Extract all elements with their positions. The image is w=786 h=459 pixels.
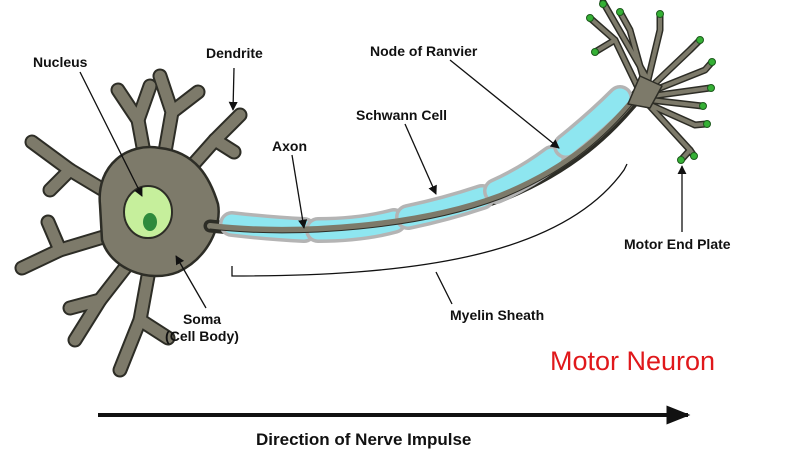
terminal-bulb [703, 120, 711, 128]
myelin-sheath-bracket [231, 163, 628, 277]
schwann-cell-segment [556, 88, 630, 156]
label-motor-end-plate: Motor End Plate [624, 236, 731, 252]
soma-pointer [175, 255, 207, 309]
impulse-direction-caption: Direction of Nerve Impulse [256, 430, 472, 449]
terminal-bulb [616, 8, 624, 16]
node-of-ranvier-pointer [449, 59, 560, 149]
axon-terminal [586, 0, 716, 164]
schwann-cell-pointer [404, 123, 437, 195]
label-myelin-sheath: Myelin Sheath [450, 307, 545, 323]
axon-core [207, 89, 643, 233]
label-node-of-ranvier: Node of Ranvier [370, 43, 478, 59]
axon-pointer [291, 154, 308, 229]
diagram-title: Motor Neuron [550, 346, 716, 376]
terminal-bulb [586, 14, 594, 22]
label-schwann-cell: Schwann Cell [356, 107, 448, 123]
label-nucleus: Nucleus [33, 54, 88, 70]
terminal-bulb [707, 84, 715, 92]
pointer-lines [79, 59, 687, 309]
label-axon: Axon [272, 138, 307, 154]
terminal-bulbs [586, 0, 716, 164]
terminal-bulb [591, 48, 599, 56]
myelin-sheath-pointer [435, 271, 453, 305]
nucleus [123, 185, 173, 239]
terminal-bulb [677, 156, 685, 164]
dendrites [14, 68, 248, 378]
terminal-bulb [599, 0, 607, 8]
label-dendrite: Dendrite [206, 45, 263, 61]
terminal-bulb [708, 58, 716, 66]
terminal-bulb [696, 36, 704, 44]
terminal-bulb [690, 152, 698, 160]
nucleolus [143, 213, 157, 231]
terminal-bulb [656, 10, 664, 18]
nucleus-pointer [79, 71, 143, 197]
label-soma-line2: (Cell Body) [165, 328, 239, 344]
terminal-bulb [699, 102, 707, 110]
label-soma-line1: Soma [182, 311, 222, 327]
label-soma: Soma (Cell Body) [160, 311, 244, 345]
schwann-cell-segment [486, 148, 562, 201]
dendrite-pointer [228, 67, 238, 111]
